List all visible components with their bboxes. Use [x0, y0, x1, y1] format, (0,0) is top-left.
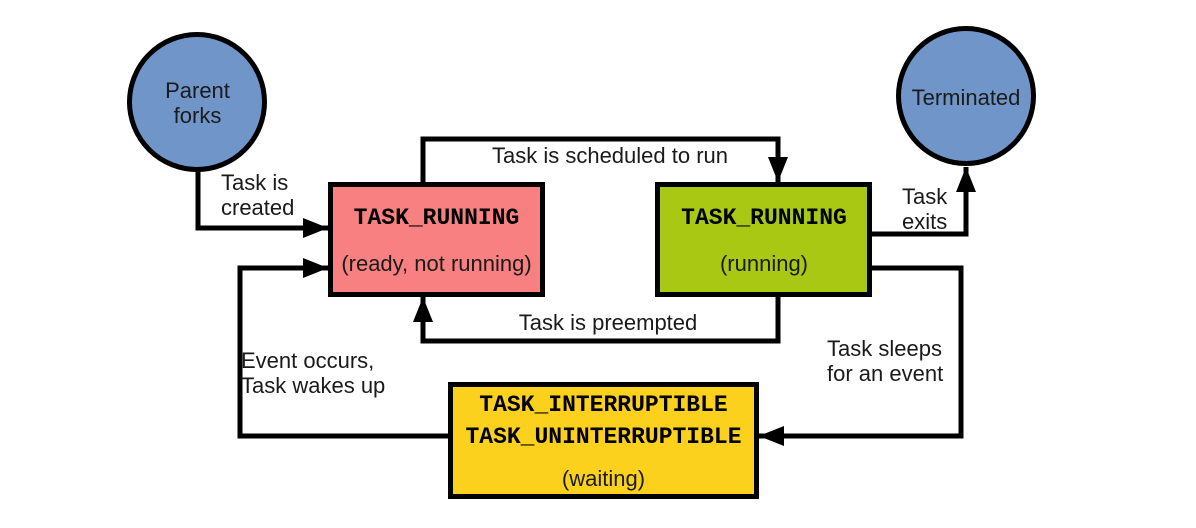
- edge-label-task-created-line1: Task is: [221, 170, 289, 195]
- edge-label-task-exits-line2: exits: [902, 209, 948, 234]
- edge-task-wakes-up: [237, 258, 450, 439]
- terminated-node: [896, 26, 1036, 166]
- edge-label-task-created-line2: created: [221, 195, 295, 220]
- waiting-box-title-uninterruptible: TASK_UNINTERRUPTIBLE: [465, 424, 742, 450]
- task-running-running-node: [655, 182, 872, 297]
- waiting-box-title-interruptible: TASK_INTERRUPTIBLE: [479, 392, 728, 418]
- running-box-subtitle: (running): [719, 251, 809, 276]
- edge-label-task-sleeps-line1: Task sleeps: [827, 336, 942, 361]
- parent-forks-node: [127, 32, 267, 172]
- edge-label-task-preempted: Task is preempted: [518, 310, 698, 335]
- edge-label-event-occurs: Event occurs, Task wakes up: [241, 348, 385, 398]
- edge-task-scheduled: [420, 136, 788, 182]
- task-running-ready-node: [328, 182, 545, 297]
- parent-forks-label-line2: forks: [173, 103, 222, 128]
- waiting-box-subtitle: (waiting): [561, 466, 646, 491]
- parent-forks-label: Parent forks: [127, 78, 268, 128]
- edge-label-task-exits: Task exits: [902, 184, 947, 234]
- edge-label-task-exits-line1: Task: [902, 184, 948, 209]
- parent-forks-label-line1: Parent: [165, 78, 230, 103]
- edge-task-preempted: [413, 297, 781, 344]
- edge-task-sleeps: [759, 265, 964, 446]
- edge-task-created: [195, 164, 328, 238]
- task-waiting-node: [448, 382, 759, 499]
- running-box-title: TASK_RUNNING: [681, 205, 847, 231]
- edge-label-task-scheduled: Task is scheduled to run: [491, 143, 729, 168]
- edge-task-exits: [870, 167, 976, 237]
- edge-label-task-sleeps-line2: for an event: [827, 361, 944, 386]
- edge-label-task-created: Task is created: [221, 170, 294, 220]
- edge-label-event-occurs-line2: Task wakes up: [241, 373, 386, 398]
- ready-box-subtitle: (ready, not running): [341, 251, 532, 276]
- edge-label-event-occurs-line1: Event occurs,: [241, 348, 375, 373]
- ready-box-title: TASK_RUNNING: [353, 205, 520, 231]
- terminated-label: Terminated: [911, 85, 1021, 110]
- edge-label-task-sleeps: Task sleeps for an event: [827, 336, 943, 386]
